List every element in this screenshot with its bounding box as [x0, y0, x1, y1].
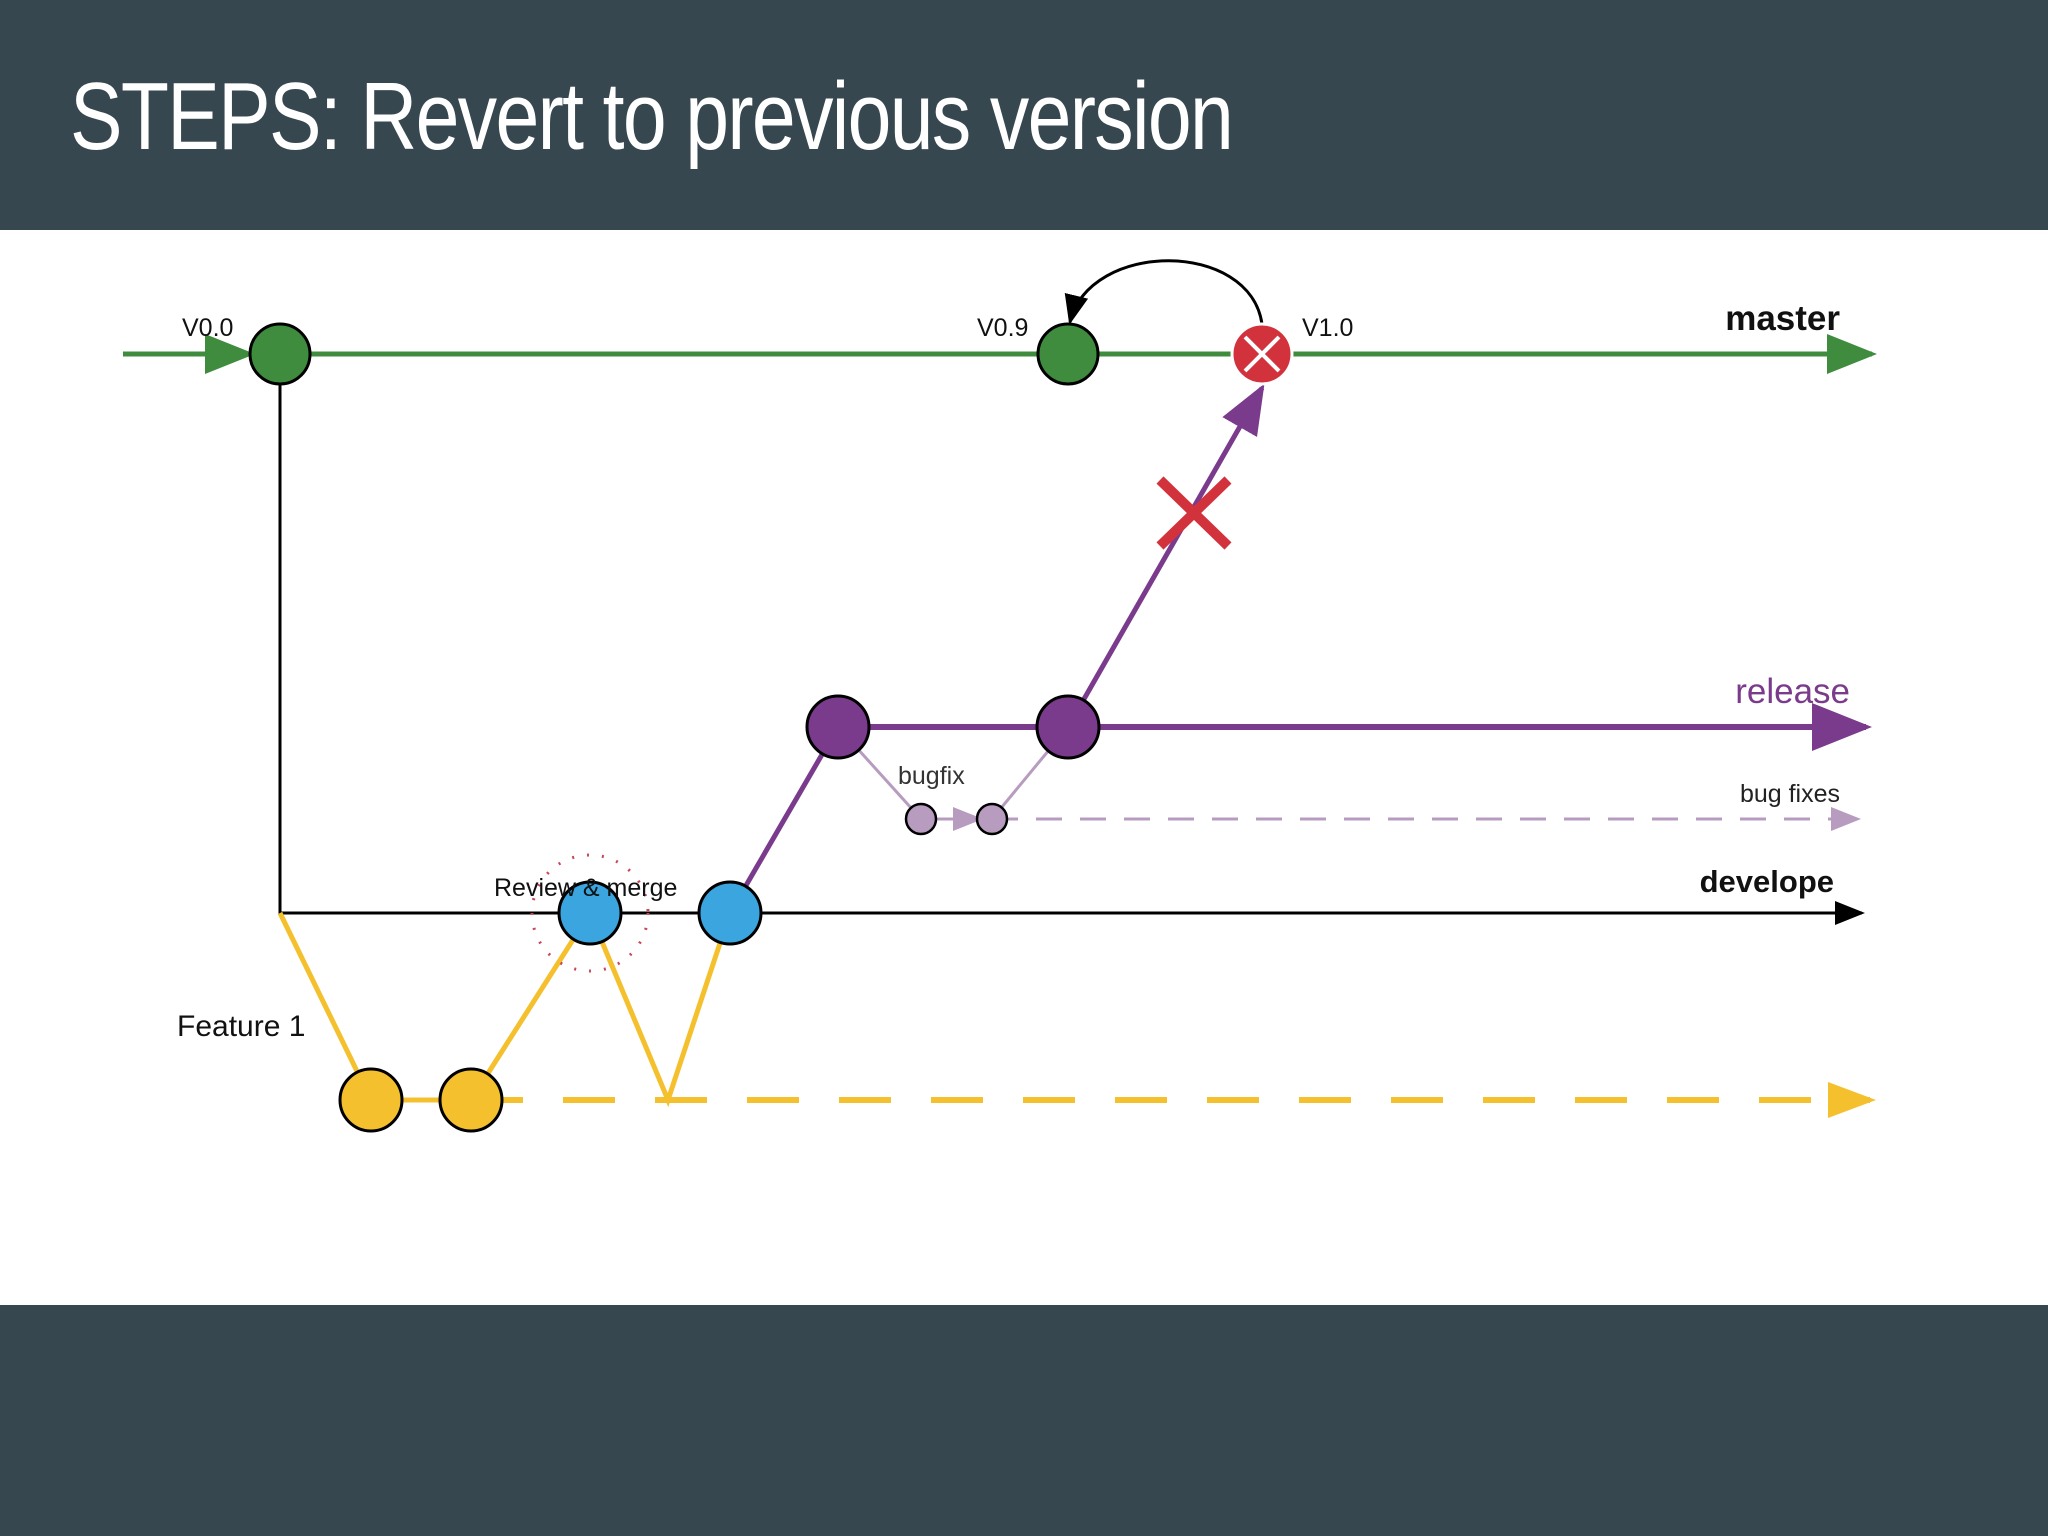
release-commit-1	[805, 694, 871, 760]
develope-commit	[697, 880, 763, 946]
feature-commit-1	[338, 1067, 404, 1133]
feature-review-line	[468, 907, 733, 1108]
review-highlight-ring	[530, 853, 650, 973]
git-flow-diagram: V0.0 V0.9 V1.0 master release bugfix bug…	[123, 259, 1877, 1133]
develope-line	[278, 354, 1865, 925]
bugfix-commit-1	[904, 802, 938, 836]
review-commit	[557, 880, 623, 946]
label-v0-9: V0.9	[977, 314, 1028, 342]
feature-branch-out-line	[277, 911, 374, 1102]
bugfix-commit-2	[975, 802, 1009, 836]
commit-v0-0	[248, 322, 312, 386]
branch-label-develope: develope	[1700, 864, 1834, 899]
commit-v0-9	[1036, 322, 1100, 386]
label-v0-0: V0.0	[182, 314, 233, 342]
feature-commit-2	[438, 1067, 504, 1133]
label-review-merge: Review & merge	[494, 874, 677, 902]
branch-label-master: master	[1725, 299, 1840, 338]
revert-arrow	[1064, 259, 1264, 325]
label-v1-0: V1.0	[1302, 314, 1353, 342]
label-bugfix: bugfix	[898, 762, 965, 790]
blocked-merge-cross-icon	[1156, 476, 1232, 550]
footer-bar	[0, 1305, 2048, 1536]
branch-label-release: release	[1735, 672, 1850, 711]
slide-title: STEPS: Revert to previous version	[70, 63, 1234, 170]
branch-label-feature-1: Feature 1	[177, 1010, 305, 1043]
diagram-area: V0.0 V0.9 V1.0 master release bugfix bug…	[0, 230, 2048, 1305]
release-to-master-line	[1065, 383, 1265, 729]
commit-v1-0-reverted	[1230, 322, 1294, 386]
title-bar: STEPS: Revert to previous version	[0, 0, 2048, 230]
branch-label-bug-fixes: bug fixes	[1740, 780, 1840, 808]
develope-to-release-line	[727, 725, 841, 915]
release-commit-2	[1035, 694, 1101, 760]
